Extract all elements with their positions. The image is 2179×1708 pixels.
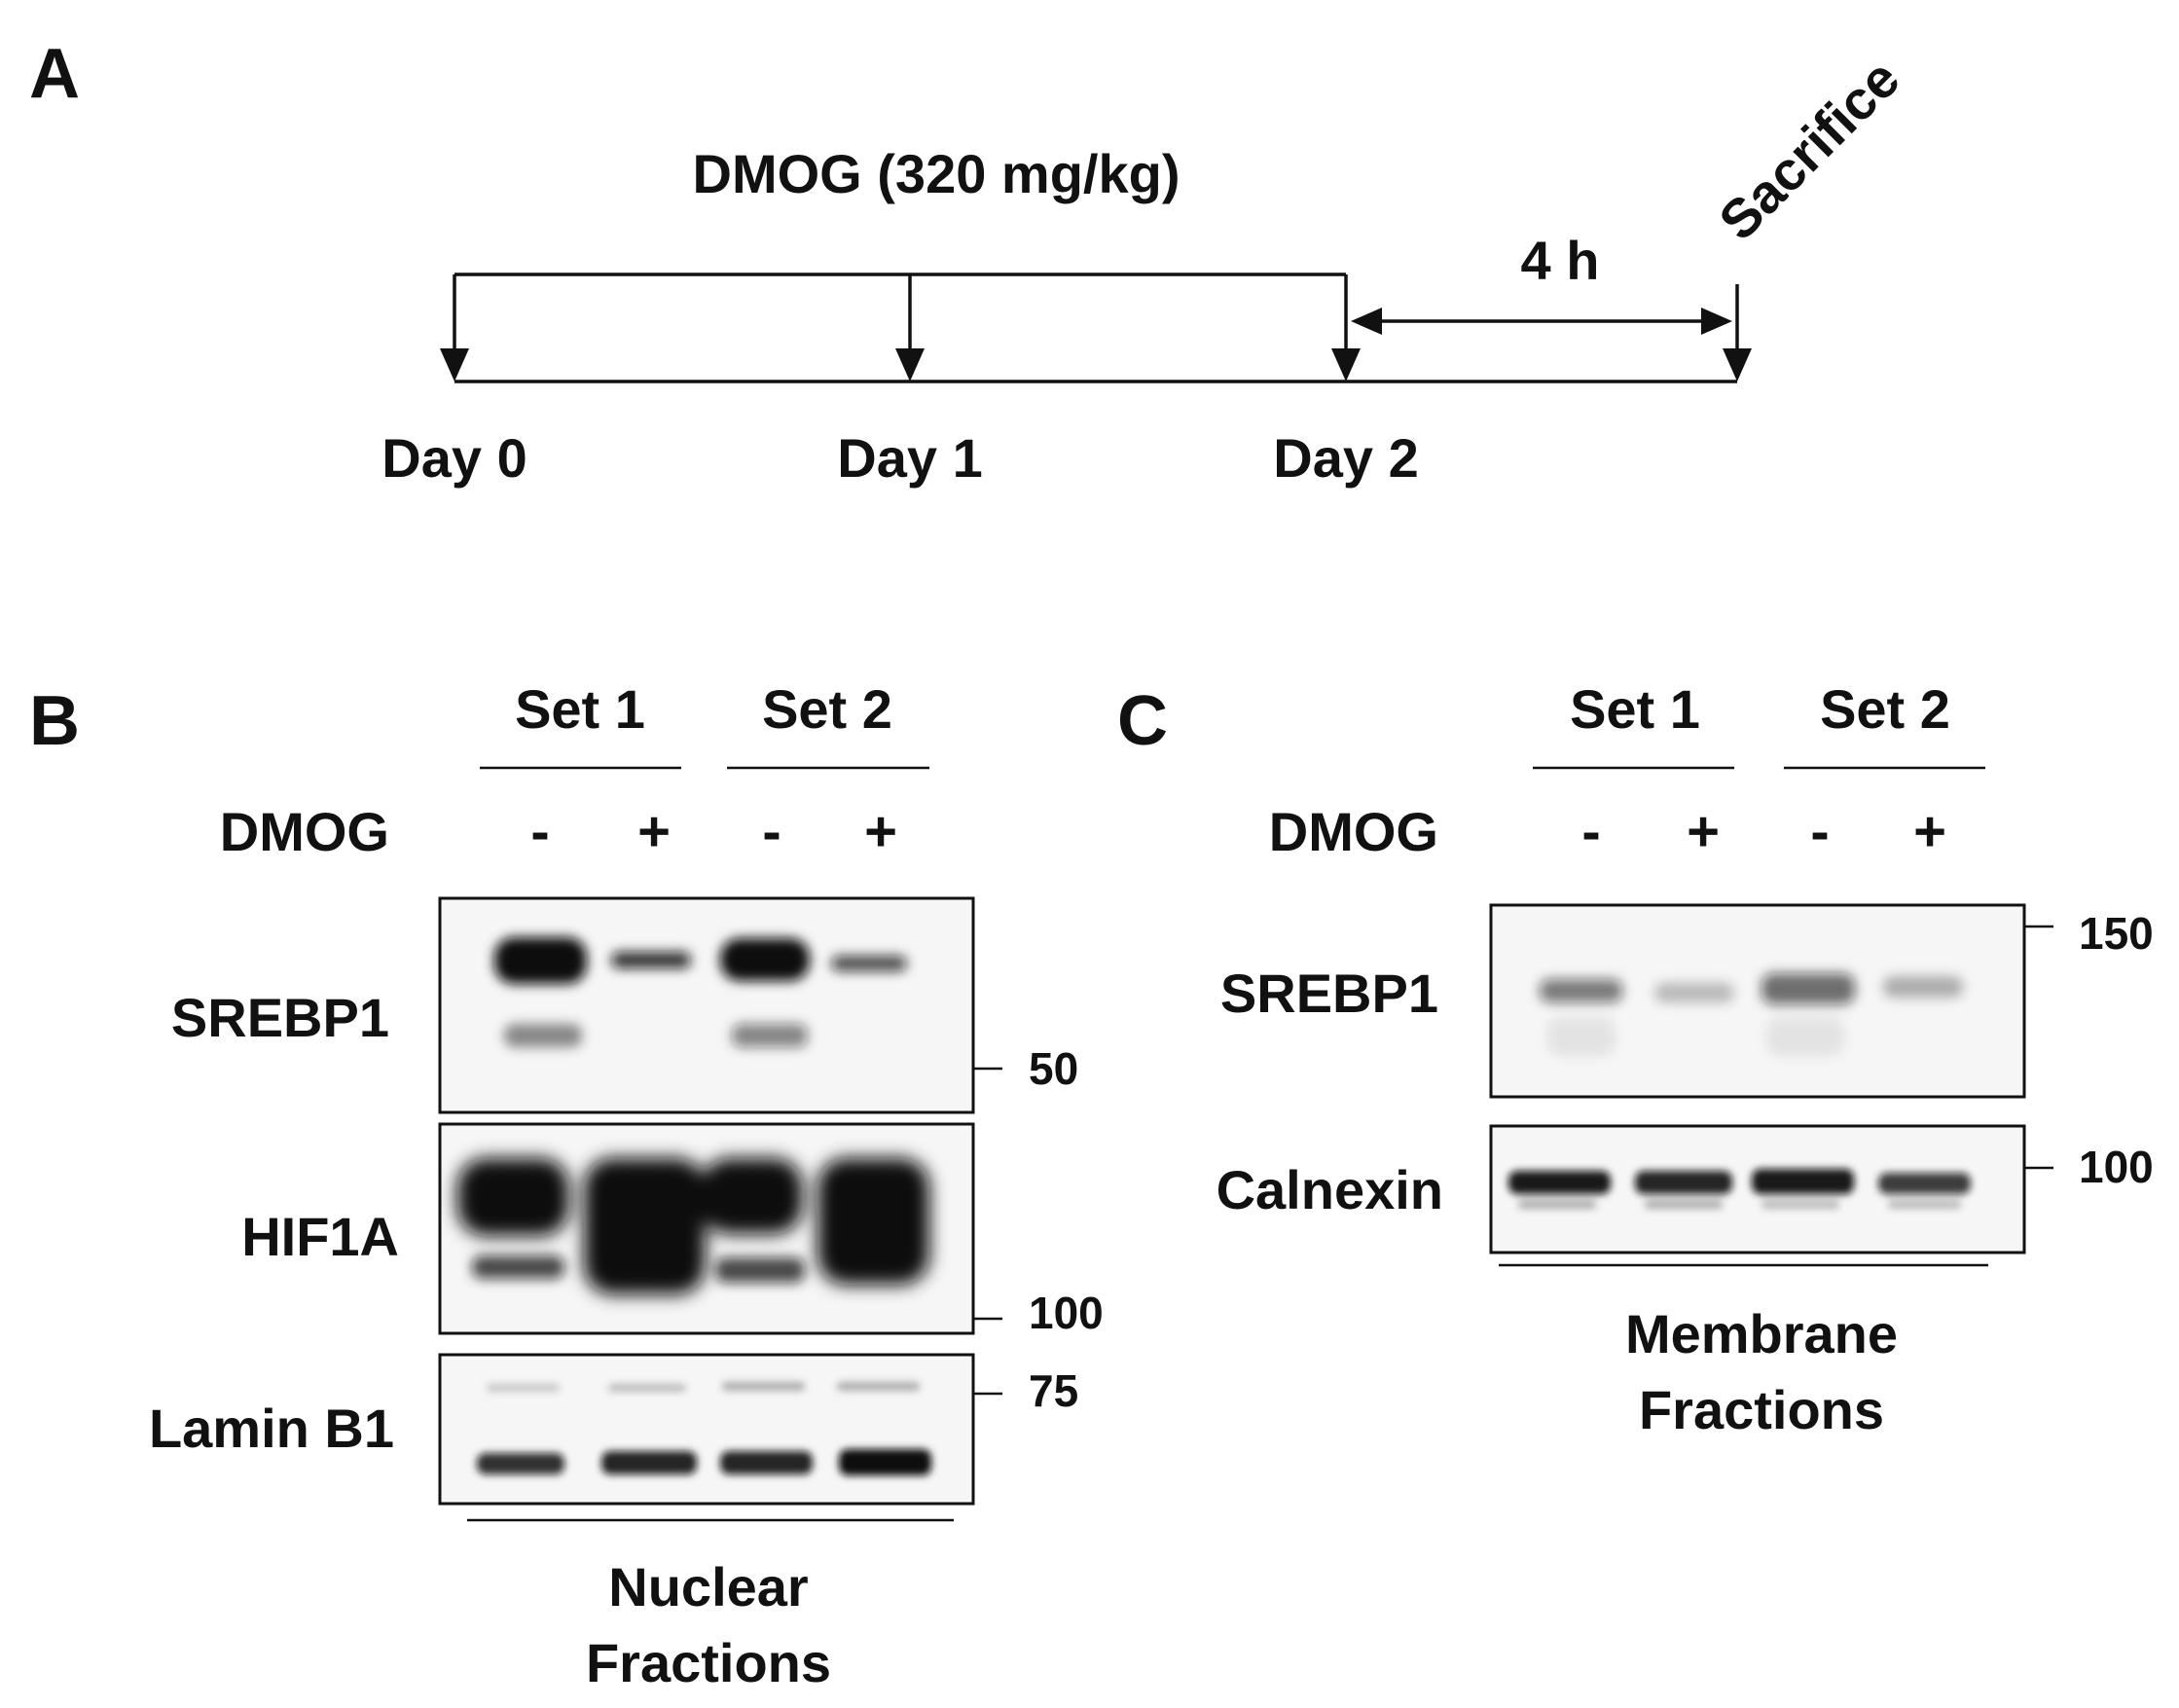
sacrifice-arrow: [1723, 284, 1752, 382]
panel-b-fraction-label-line2: Fractions: [586, 1632, 831, 1693]
panel-b-blot-srebp1-label: SREBP1: [171, 987, 389, 1048]
panel-b-set1-label: Set 1: [515, 678, 645, 740]
sacrifice-label: Sacrifice: [1707, 48, 1911, 252]
panel-b: B Set 1 Set 2 DMOG - + - + SREBP1 50: [29, 678, 1104, 1693]
panel-a: A DMOG (320 mg/kg) 4 h Sacri: [29, 35, 1911, 489]
panel-c-sign-lane1: -: [1581, 800, 1600, 863]
panel-c-marker-100: 100: [2079, 1142, 2154, 1192]
interval-double-arrow: [1351, 308, 1732, 335]
panel-b-set2-label: Set 2: [762, 678, 892, 740]
panel-b-marker-100: 100: [1029, 1288, 1104, 1338]
panel-c-dmog-label: DMOG: [1269, 801, 1438, 862]
panel-c-set2-label: Set 2: [1820, 678, 1950, 740]
interval-label: 4 h: [1521, 230, 1600, 291]
panel-b-sign-lane1: -: [530, 800, 549, 863]
panel-a-letter: A: [29, 35, 80, 113]
panel-b-fraction-label-line1: Nuclear: [608, 1556, 808, 1617]
panel-b-blot-laminb1: [438, 1353, 975, 1506]
panel-c-marker-150: 150: [2079, 908, 2154, 959]
panel-c-fraction-label-line1: Membrane: [1625, 1303, 1898, 1364]
panel-b-sign-lane4: +: [864, 800, 897, 863]
panel-b-blot-hif1a-label: HIF1A: [241, 1206, 399, 1267]
panel-c-sign-lane4: +: [1913, 800, 1946, 863]
injection-arrow-day0: [440, 274, 469, 382]
panel-b-blot-srebp1: [438, 896, 975, 1114]
injection-arrow-day1: [895, 274, 925, 382]
panel-b-blot-laminb1-label: Lamin B1: [149, 1398, 394, 1459]
panel-b-dmog-label: DMOG: [220, 801, 389, 862]
panel-c-blot-srebp1-label: SREBP1: [1220, 963, 1438, 1024]
panel-c-fraction-label-line2: Fractions: [1639, 1379, 1884, 1440]
panel-c-set1-label: Set 1: [1570, 678, 1700, 740]
panel-b-sign-lane2: +: [637, 800, 671, 863]
panel-c-sign-lane3: -: [1810, 800, 1829, 863]
treatment-dose-label: DMOG (320 mg/kg): [693, 143, 1180, 204]
injection-arrow-day2: [1331, 274, 1361, 382]
panel-c-letter: C: [1117, 682, 1168, 760]
panel-c: C Set 1 Set 2 DMOG - + - + SREBP1 150: [1117, 678, 2154, 1440]
day-label-2: Day 2: [1273, 427, 1418, 489]
day-label-1: Day 1: [837, 427, 982, 489]
panel-b-marker-75: 75: [1029, 1365, 1078, 1416]
day-label-0: Day 0: [381, 427, 527, 489]
panel-c-blot-calnexin-label: Calnexin: [1217, 1159, 1443, 1220]
panel-c-blot-calnexin: [1489, 1124, 2026, 1254]
panel-b-blot-hif1a: [438, 1122, 975, 1335]
panel-c-blot-srebp1: [1489, 903, 2026, 1099]
panel-b-sign-lane3: -: [762, 800, 781, 863]
panel-b-marker-50: 50: [1029, 1043, 1078, 1094]
panel-c-sign-lane2: +: [1687, 800, 1720, 863]
panel-b-letter: B: [29, 682, 80, 760]
